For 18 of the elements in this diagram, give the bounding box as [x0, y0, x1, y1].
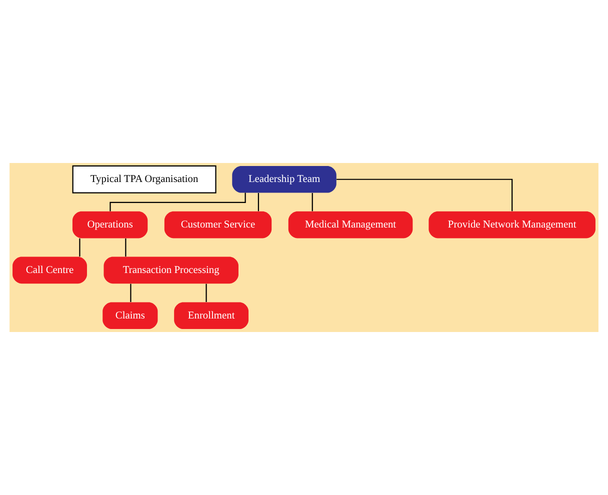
connector [110, 192, 246, 212]
node-box: Provide Network Management [428, 211, 596, 238]
node-box: Enrollment [174, 302, 249, 330]
node-box: Leadership Team [232, 166, 336, 193]
connector [130, 284, 132, 302]
connector [206, 284, 207, 302]
node-box: Medical Management [288, 211, 413, 238]
connector [312, 193, 313, 212]
connector [125, 238, 126, 257]
node-box: Typical TPA Organisation [72, 165, 216, 194]
connector [79, 238, 80, 257]
node-box: Transaction Processing [104, 256, 238, 284]
node-box: Customer Service [164, 211, 272, 238]
connector [336, 178, 513, 212]
connector [258, 193, 260, 212]
node-box: Operations [72, 211, 148, 238]
node-box: Claims [102, 302, 158, 330]
node-box: Call Centre [12, 256, 87, 284]
